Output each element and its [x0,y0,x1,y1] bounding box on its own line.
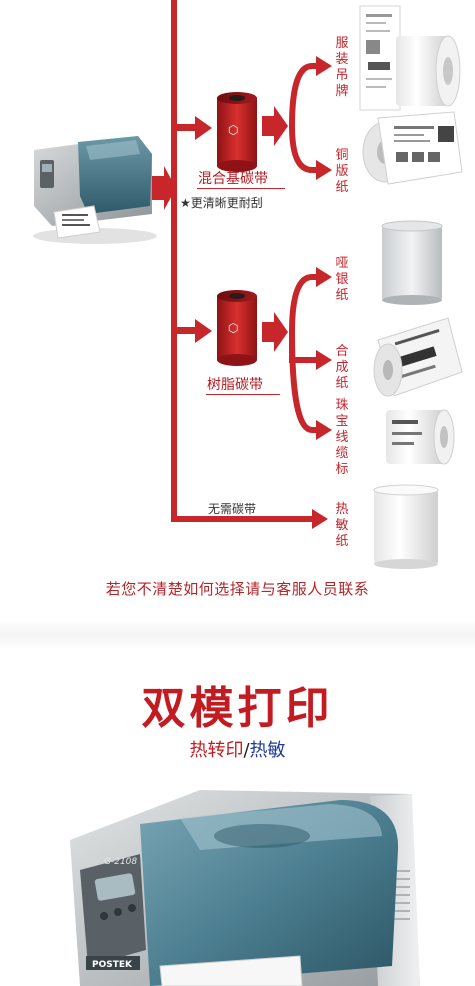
media-matte-silver [381,220,443,305]
resin-ribbon-roll: ⬡ [217,290,257,366]
media-label-coated-paper: 铜版纸 [335,148,349,195]
no-ribbon-label: 无需碳带 [208,502,257,516]
media-synthetic [373,317,463,397]
svg-text:⬡: ⬡ [228,123,238,137]
mixed-ribbon-note: ★更清晰更耐刮 [180,196,263,210]
trunk-line [171,0,177,522]
printer-hero-image: G-2108 POSTEK [70,790,420,986]
flow-arrows: ⬡ ⬡ [33,0,463,569]
dual-mode-title: 双模打印 [141,683,334,734]
svg-text:⬡: ⬡ [228,321,238,335]
media-label-clothing-tag: 服装吊牌 [335,36,349,99]
mixed-ribbon-roll: ⬡ [217,92,257,172]
resin-ribbon-label: 树脂碳带 [207,377,263,393]
section-divider [0,620,475,650]
media-coated-paper [362,111,463,185]
printer-brand-text: POSTEK [92,960,133,970]
thermal-transfer-label: 热转印 [189,740,244,761]
mixed-ribbon-label: 混合基碳带 [198,171,268,187]
printer-thumbnail [33,136,157,244]
subtitle-separator: / [243,740,250,761]
direct-thermal-label: 热敏 [249,740,286,761]
media-jewelry-cable [386,409,455,465]
media-label-thermal-paper: 热敏纸 [335,502,349,549]
ribbon-selection-guide: ⬡ ⬡ [33,0,463,598]
media-label-matte-silver: 哑银纸 [335,256,349,303]
media-label-jewelry-cable: 珠宝线缆标 [335,398,349,477]
printer-model-text: G-2108 [104,857,137,867]
dual-mode-subtitle: 热转印/热敏 [0,736,475,762]
media-thermal-paper [373,484,439,569]
media-clothing-tag [359,5,461,111]
contact-service-note: 若您不清楚如何选择请与客服人员联系 [105,580,370,598]
media-label-synthetic: 合成纸 [335,344,349,391]
